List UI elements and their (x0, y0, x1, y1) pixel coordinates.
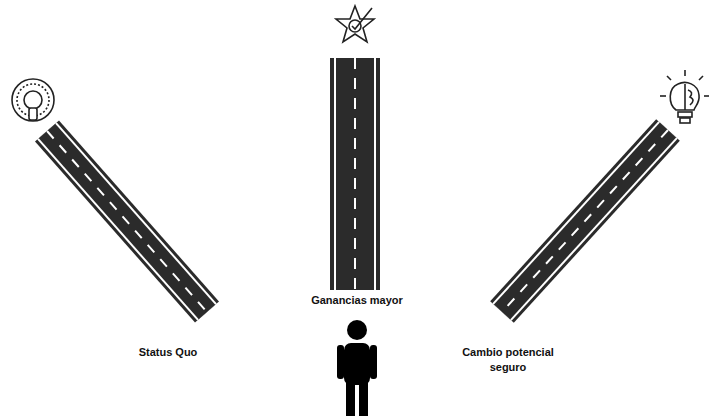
road-left (47, 131, 207, 312)
lightbulb-icon (660, 70, 709, 123)
road-label: Ganancias mayor (287, 293, 427, 308)
roundabout-icon (12, 79, 54, 121)
road-label: Cambio potencial seguro (452, 345, 564, 375)
road-center (355, 58, 356, 290)
person-figure (337, 320, 377, 416)
road-right (502, 130, 668, 312)
star-icon (336, 6, 374, 42)
road-label: Status Quo (98, 345, 238, 360)
